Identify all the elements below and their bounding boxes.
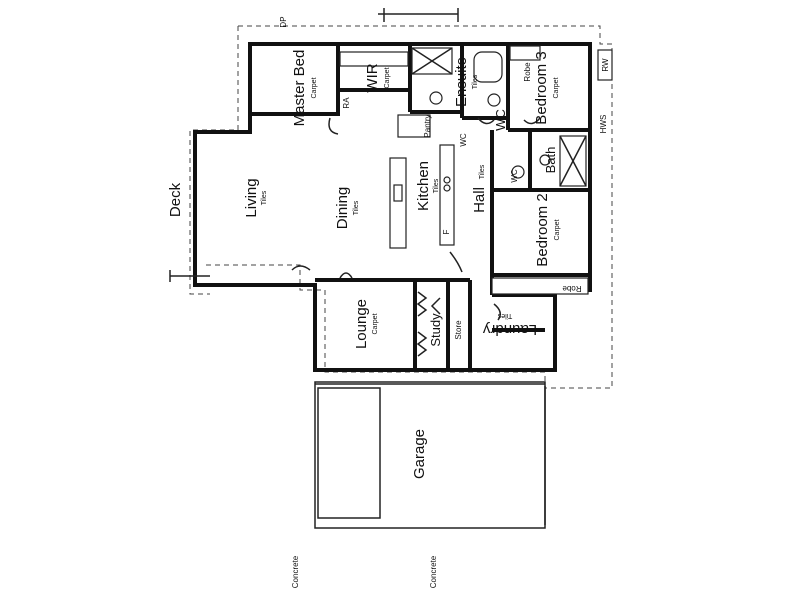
ensuite-finish: Tiles	[472, 74, 479, 89]
concrete-right-label: Concrete	[429, 555, 438, 588]
lounge-label: Lounge	[353, 299, 370, 349]
bedroom3-label: Bedroom 3	[533, 51, 550, 124]
kitchen-label: Kitchen	[415, 161, 432, 211]
robe-bottom-label: Robe	[562, 284, 582, 293]
robe-top-label: Robe	[523, 62, 532, 82]
store-label: Store	[454, 320, 463, 340]
wc-hall-label: WC	[459, 133, 468, 147]
hall-label: Hall	[471, 187, 488, 213]
study-label: Study	[428, 313, 443, 347]
hall-finish: Tiles	[479, 164, 486, 179]
wc-bath-label: WC	[510, 169, 519, 183]
wc-ensuite-label: WC	[493, 109, 508, 131]
dining-label: Dining	[334, 187, 351, 230]
dimension-marks	[378, 8, 459, 22]
living-finish: Tiles	[261, 190, 268, 205]
wir-finish: Carpet	[384, 67, 391, 88]
bedroom3-finish: Carpet	[553, 77, 560, 98]
kitchen-finish: Tiles	[433, 178, 440, 193]
pantry-unit	[397, 114, 431, 138]
study-shelves	[416, 291, 441, 357]
ensuite-label: Ensuite	[453, 57, 470, 107]
ensuite-fixtures	[411, 47, 503, 107]
ra-label: RA	[342, 97, 351, 109]
deck-label: Deck	[167, 182, 184, 217]
laundry-label: Laundry	[482, 321, 537, 338]
boundary-line	[189, 25, 613, 389]
hws-label: HWS	[599, 115, 608, 134]
lounge-finish: Carpet	[372, 313, 379, 334]
garage-structure	[314, 381, 546, 529]
laundry-finish: Tiles	[497, 312, 512, 319]
bedroom2-label: Bedroom 2	[534, 193, 551, 266]
bath-fixtures	[511, 135, 587, 187]
garage-label: Garage	[411, 429, 428, 479]
master-bed-finish: Carpet	[311, 77, 318, 98]
dining-finish: Tiles	[353, 200, 360, 215]
living-label: Living	[243, 178, 260, 217]
dp-label: DP	[279, 16, 288, 27]
fridge-label: F	[442, 229, 451, 234]
master-bed-label: Master Bed	[291, 50, 308, 127]
wardrobes	[339, 45, 589, 295]
bath-label: Bath	[543, 147, 558, 174]
house-outer-wall	[193, 42, 592, 372]
rw-label: RW	[601, 58, 610, 72]
wir-label: WIR	[364, 63, 381, 92]
bedroom2-finish: Carpet	[554, 219, 561, 240]
door-swings	[291, 117, 541, 321]
interior-walls	[250, 44, 590, 370]
pantry-label: Pantry	[423, 114, 432, 137]
concrete-left-label: Concrete	[291, 555, 300, 588]
kitchen-island	[389, 144, 455, 249]
